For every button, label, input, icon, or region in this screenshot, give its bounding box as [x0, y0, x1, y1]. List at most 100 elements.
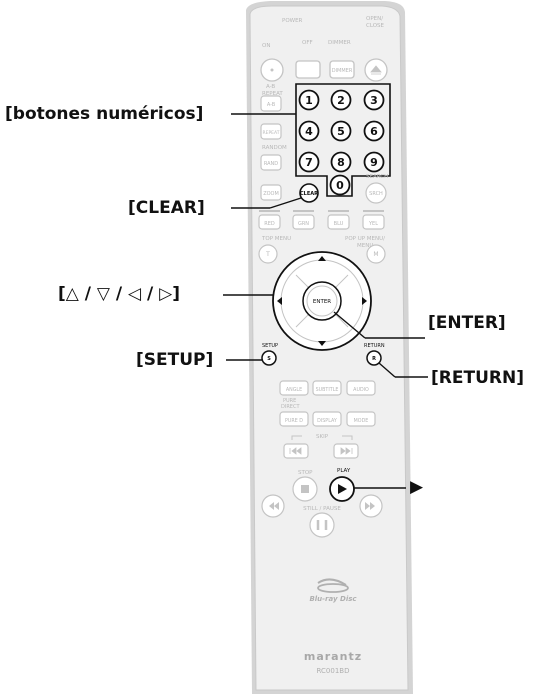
- search-button[interactable]: [365, 182, 387, 204]
- digit-button-4[interactable]: [298, 120, 320, 142]
- digit-button-8[interactable]: [330, 151, 352, 173]
- ab-button-label: A-B: [267, 102, 276, 108]
- color-button-red[interactable]: [258, 214, 281, 230]
- enter-button-ring: [306, 285, 338, 317]
- enter-callout-diag: [333, 311, 366, 339]
- top-menu-button-label: T: [265, 251, 270, 258]
- digit-label-7: 7: [305, 156, 313, 169]
- on-dot-icon: [270, 68, 274, 72]
- return-label: RETURN: [364, 343, 385, 349]
- enter-button[interactable]: [302, 281, 342, 321]
- enter-button-label: ENTER: [313, 299, 331, 305]
- digit-label-5: 5: [337, 125, 345, 138]
- dimmer-button-label: DIMMER: [332, 68, 353, 74]
- skip-back-icon: [289, 447, 302, 455]
- digit-label-3: 3: [370, 94, 378, 107]
- top-menu-button[interactable]: [258, 244, 278, 264]
- brand-logo: marantz: [304, 650, 362, 663]
- pure-direct-label-2: DIRECT: [281, 404, 300, 410]
- popup-menu-label: POP UP MENU/: [345, 236, 385, 242]
- digit-button-5[interactable]: [330, 120, 352, 142]
- rewind-icon: [269, 502, 279, 510]
- random-label: RANDOM: [262, 145, 287, 151]
- digit-button-6[interactable]: [363, 120, 385, 142]
- color-button-blu[interactable]: [327, 214, 350, 230]
- row2-button-2[interactable]: [346, 411, 376, 427]
- still-pause-label: STILL / PAUSE: [303, 506, 341, 512]
- fast-forward-icon: [365, 502, 375, 510]
- ab-button[interactable]: [260, 95, 282, 112]
- setup-button-label: S: [267, 356, 271, 362]
- row2-label-2: MODE: [354, 418, 369, 424]
- setup-button[interactable]: [261, 350, 277, 366]
- up-arrow-icon[interactable]: [318, 256, 326, 261]
- row2-label-0: PURE D: [285, 418, 303, 424]
- pause-icon: [316, 520, 328, 530]
- digit-label-6: 6: [370, 125, 378, 138]
- return-callout-diag: [378, 362, 396, 378]
- random-button-label: RAND: [264, 161, 278, 167]
- digit-button-9[interactable]: [363, 151, 385, 173]
- zoom-button-label: ZOOM: [263, 191, 279, 197]
- search-label: SEARCH: [366, 174, 388, 180]
- off-label: OFF: [302, 40, 313, 46]
- row1-button-2[interactable]: [346, 380, 376, 396]
- down-arrow-icon[interactable]: [318, 341, 326, 346]
- repeat-button[interactable]: [260, 123, 282, 140]
- digit-label-1: 1: [305, 94, 313, 107]
- return-callout: [RETURN]: [431, 368, 524, 388]
- open-close-label: OPEN/: [366, 16, 383, 22]
- row1-button-0[interactable]: [279, 380, 309, 396]
- setup-label: SETUP: [262, 343, 278, 349]
- digit-button-7[interactable]: [298, 151, 320, 173]
- return-button-label: R: [372, 356, 376, 362]
- right-arrow-icon[interactable]: [362, 297, 367, 305]
- digit-label-2: 2: [337, 94, 345, 107]
- color-button-yel[interactable]: [362, 214, 385, 230]
- pause-button[interactable]: [309, 512, 335, 538]
- return-button[interactable]: [366, 350, 382, 366]
- row1-button-1[interactable]: [312, 380, 342, 396]
- random-button[interactable]: [260, 154, 282, 171]
- row2-button-0[interactable]: [279, 411, 309, 427]
- zoom-button[interactable]: [260, 184, 282, 201]
- ab-repeat-label: A-B: [266, 84, 275, 90]
- color-button-label-blu: BLU: [334, 221, 344, 227]
- enter-callout: [ENTER]: [428, 313, 506, 333]
- clear-callout-diag: [269, 197, 302, 209]
- play-label: PLAY: [337, 468, 351, 474]
- digit-button-1[interactable]: [298, 89, 320, 111]
- numeric-keypad-outline: [295, 83, 391, 197]
- popup-menu-button[interactable]: [366, 244, 386, 264]
- setup-callout: [SETUP]: [136, 350, 214, 370]
- power-label: POWER: [282, 18, 303, 24]
- skip-forward-icon: [340, 447, 353, 455]
- color-button-label-red: RED: [264, 221, 275, 227]
- clear-button[interactable]: [299, 183, 319, 203]
- play-callout-icon: ▶: [410, 477, 424, 497]
- row1-label-0: ANGLE: [286, 387, 302, 393]
- color-button-label-grn: GRN: [298, 221, 309, 227]
- eject-icon: [370, 65, 382, 75]
- on-label: ON: [262, 43, 270, 49]
- play-icon: [338, 484, 347, 494]
- row1-label-2: AUDIO: [353, 387, 369, 393]
- skip-label: SKIP: [316, 434, 329, 440]
- clear-callout: [CLEAR]: [128, 198, 205, 218]
- repeat-button-label: REPEAT: [262, 130, 279, 136]
- off-button[interactable]: [295, 60, 321, 79]
- digit-button-2[interactable]: [330, 89, 352, 111]
- digit-button-3[interactable]: [363, 89, 385, 111]
- row2-button-1[interactable]: [312, 411, 342, 427]
- color-button-label-yel: YEL: [368, 221, 378, 227]
- color-button-grn[interactable]: [292, 214, 315, 230]
- digit-button-0[interactable]: [329, 174, 351, 196]
- left-arrow-icon[interactable]: [277, 297, 282, 305]
- search-button-label: SRCH: [369, 191, 383, 197]
- ab-repeat-label-2: REPEAT: [262, 91, 283, 97]
- dimmer-button[interactable]: [329, 60, 355, 79]
- skip-bracket: [291, 435, 353, 440]
- color-buttons: RED GRN BLU YEL: [258, 210, 385, 230]
